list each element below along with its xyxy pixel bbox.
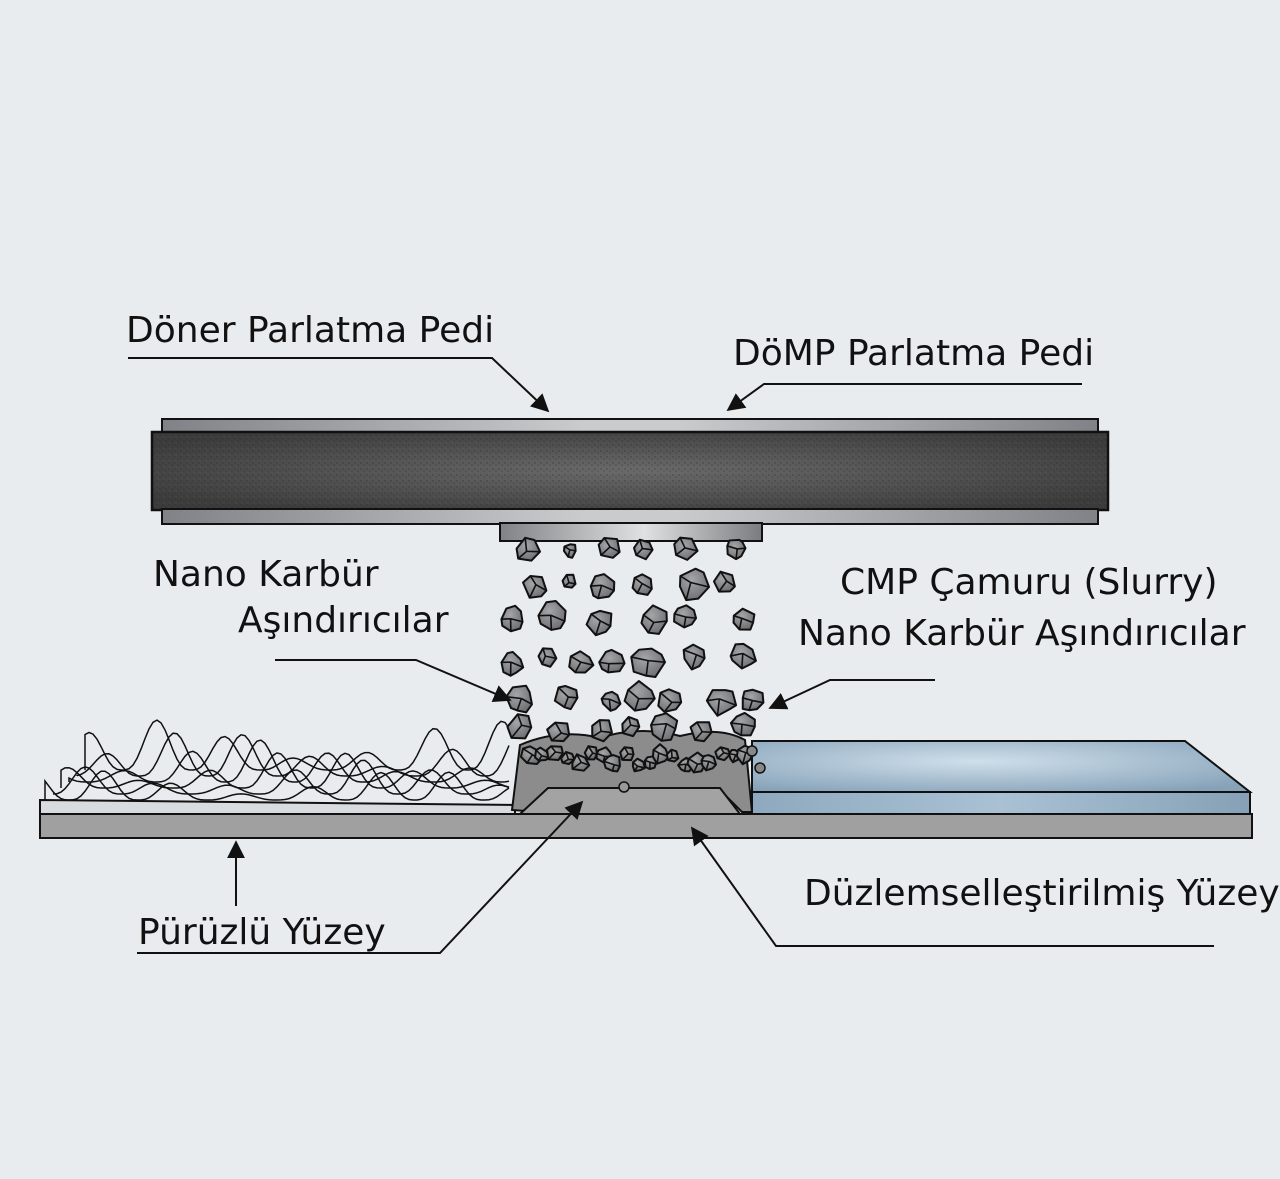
planarized-layer-top: [751, 740, 1253, 793]
abrasive-particle: [705, 689, 738, 717]
abrasive-particle: [602, 754, 621, 773]
label-rough-surface: Pürüzlü Yüzey: [138, 912, 386, 953]
abrasive-particle: [583, 745, 599, 761]
abrasive-particle: [651, 743, 670, 765]
rough-surface-profile: [44, 770, 510, 801]
abrasive-particle: [598, 648, 626, 674]
label-abrasives-left-line1: Nano Karbür: [153, 554, 379, 595]
abrasive-particle: [589, 573, 616, 600]
abrasive-particle: [500, 650, 525, 677]
polishing-pad-assembly: [150, 418, 1110, 542]
rough-surface-profile: [60, 752, 510, 789]
abrasive-particle: [741, 688, 765, 712]
abrasive-particle: [568, 650, 595, 674]
abrasive-particle: [729, 642, 757, 670]
rough-surface-profile: [76, 732, 510, 777]
abrasive-particle: [665, 748, 680, 763]
rough-surface-peaks: [44, 719, 510, 801]
rough-surface-profile: [52, 759, 510, 795]
label-abrasives-left-line2: Aşındırıcılar: [238, 600, 449, 641]
abrasive-particle: [500, 604, 524, 633]
abrasive-particle: [553, 684, 579, 711]
polishing-pad-texture: [153, 433, 1107, 509]
abrasive-particle: [630, 647, 666, 679]
abrasive-particle: [585, 609, 613, 637]
abrasive-particle: [678, 567, 711, 602]
abrasive-particle: [515, 536, 542, 562]
label-planarized-surface: Düzlemselleştirilmiş Yüzey: [804, 873, 1280, 914]
abrasive-particle: [618, 781, 630, 793]
arrow-planarized: [690, 826, 1214, 947]
abrasive-particle: [689, 721, 713, 743]
abrasive-particle: [623, 680, 656, 712]
abrasive-particle: [714, 746, 732, 762]
abrasive-particle: [506, 713, 533, 740]
abrasive-particle: [537, 647, 558, 668]
abrasive-particle: [621, 715, 641, 738]
abrasive-particle: [597, 536, 621, 559]
abrasive-particle: [700, 754, 718, 772]
labels: Döner Parlatma Pedi DöMP Parlatma Pedi N…: [126, 310, 1280, 953]
abrasive-particle: [633, 538, 654, 561]
arrow-slurry: [768, 679, 935, 710]
substrate: [39, 813, 1253, 839]
abrasive-particle: [591, 719, 613, 743]
abrasive-particle: [534, 746, 550, 762]
abrasive-particle: [682, 643, 706, 671]
label-slurry-line1: CMP Çamuru (Slurry): [840, 562, 1218, 603]
abrasive-particle: [657, 688, 683, 713]
abrasive-particle: [546, 721, 571, 743]
abrasive-particle: [522, 574, 548, 599]
abrasive-particle: [631, 757, 646, 773]
label-domp-pad: DöMP Parlatma Pedi: [733, 333, 1094, 374]
substrate-assembly: [39, 719, 1253, 839]
abrasive-particle: [562, 543, 577, 559]
arrow-rotating-pad: [128, 357, 550, 413]
abrasive-particle: [519, 745, 542, 766]
abrasive-particle: [650, 712, 679, 742]
abrasive-particle: [561, 573, 577, 589]
pad-hub: [499, 522, 763, 542]
abrasive-particle: [712, 570, 736, 593]
arrow-rough-to-contact: [137, 800, 584, 954]
pad-bottom-plate: [161, 508, 1099, 525]
label-slurry-line2: Nano Karbür Aşındırıcılar: [798, 613, 1246, 654]
abrasive-particle: [732, 607, 756, 631]
abrasive-particle: [619, 746, 635, 762]
abrasive-particle: [631, 573, 653, 596]
contact-particles: [519, 743, 754, 793]
abrasive-particle: [643, 755, 657, 771]
rough-surface-base: [39, 798, 516, 815]
abrasive-particle: [726, 538, 747, 561]
planarized-layer-front: [751, 791, 1251, 815]
label-rotating-pad: Döner Parlatma Pedi: [126, 310, 494, 351]
abrasive-particle: [571, 753, 591, 772]
leader-lines: [128, 357, 1214, 954]
contact-zone-raised-substrate: [517, 787, 743, 815]
abrasive-particle: [640, 604, 668, 635]
arrow-domp-pad: [726, 383, 1082, 412]
slurry-bubble: [754, 762, 766, 774]
abrasive-particle: [546, 745, 564, 762]
rough-surface-profile: [84, 719, 510, 771]
abrasive-particle: [673, 536, 699, 561]
abrasive-particle: [729, 711, 756, 737]
abrasive-particle: [600, 690, 622, 712]
arrow-abrasives-left: [275, 659, 512, 702]
slurry-bubble: [746, 745, 758, 757]
abrasive-particle: [537, 599, 567, 631]
abrasive-particles: [500, 536, 765, 743]
abrasive-particle: [673, 604, 698, 629]
